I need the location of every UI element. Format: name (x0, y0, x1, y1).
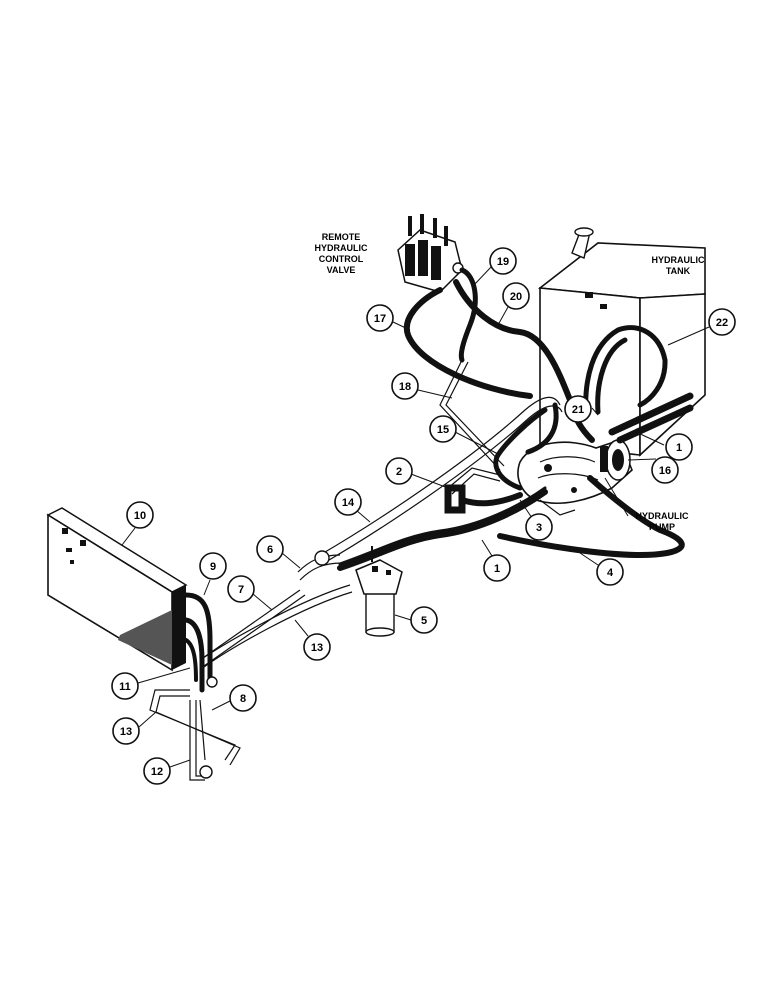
callout-15: 15 (429, 415, 457, 443)
callout-8: 8 (229, 684, 257, 712)
svg-text:17: 17 (374, 313, 386, 325)
svg-text:9: 9 (210, 561, 216, 573)
callout-10: 10 (126, 501, 154, 529)
callout-22: 22 (708, 308, 736, 336)
callout-14: 14 (334, 488, 362, 516)
callout-18: 18 (391, 372, 419, 400)
svg-text:2: 2 (396, 466, 402, 478)
remote-valve-label-line-3: CONTROL (319, 254, 364, 264)
callout-1-pump: 1 (483, 554, 511, 582)
callout-21: 21 (564, 395, 592, 423)
hydraulic-tubes (149, 359, 576, 781)
callout-3: 3 (525, 513, 553, 541)
svg-text:8: 8 (240, 693, 246, 705)
callout-5: 5 (410, 606, 438, 634)
svg-text:20: 20 (510, 291, 522, 303)
remote-valve-label-line-4: VALVE (327, 265, 356, 275)
callouts: 1 1 2 3 4 5 6 7 8 9 10 11 12 (111, 247, 736, 785)
svg-text:15: 15 (437, 424, 449, 436)
remote-valve-label-line-2: HYDRAULIC (315, 243, 368, 253)
callout-2: 2 (385, 457, 413, 485)
oil-cooler (46, 507, 188, 672)
callout-11: 11 (111, 672, 139, 700)
svg-text:10: 10 (134, 510, 146, 522)
callout-12: 12 (143, 757, 171, 785)
callout-17: 17 (366, 304, 394, 332)
svg-text:1: 1 (676, 442, 682, 454)
svg-text:4: 4 (607, 567, 614, 579)
tank-label-line-1: HYDRAULIC (652, 255, 705, 265)
callout-13-left: 13 (112, 717, 140, 745)
callout-1-tank: 1 (665, 433, 693, 461)
callout-4: 4 (596, 558, 624, 586)
svg-text:14: 14 (342, 497, 355, 509)
remote-control-valve (397, 214, 464, 293)
callout-19: 19 (489, 247, 517, 275)
callout-13-middle: 13 (303, 633, 331, 661)
callout-16: 16 (651, 456, 679, 484)
svg-text:22: 22 (716, 317, 728, 329)
svg-text:1: 1 (494, 563, 500, 575)
svg-text:19: 19 (497, 256, 509, 268)
svg-text:6: 6 (267, 544, 273, 556)
svg-text:21: 21 (572, 404, 584, 416)
svg-text:11: 11 (119, 681, 131, 693)
callout-20: 20 (502, 282, 530, 310)
callout-9: 9 (199, 552, 227, 580)
pump-label-line-1: HYDRAULIC (636, 511, 689, 521)
svg-text:18: 18 (399, 381, 411, 393)
svg-text:7: 7 (238, 584, 244, 596)
callout-7: 7 (227, 575, 255, 603)
svg-text:3: 3 (536, 522, 542, 534)
svg-text:13: 13 (311, 642, 323, 654)
pump-label-line-2: PUMP (649, 522, 675, 532)
svg-text:12: 12 (151, 766, 163, 778)
svg-text:16: 16 (659, 465, 671, 477)
oil-filter (355, 546, 403, 637)
svg-text:5: 5 (421, 615, 427, 627)
svg-text:13: 13 (120, 726, 132, 738)
remote-valve-label-line-1: REMOTE (322, 232, 361, 242)
tank-label-line-2: TANK (666, 266, 691, 276)
tank-label: HYDRAULIC TANK (652, 255, 705, 276)
remote-valve-label: REMOTE HYDRAULIC CONTROL VALVE (315, 232, 368, 275)
callout-6: 6 (256, 535, 284, 563)
pump-label: HYDRAULIC PUMP (636, 511, 689, 532)
